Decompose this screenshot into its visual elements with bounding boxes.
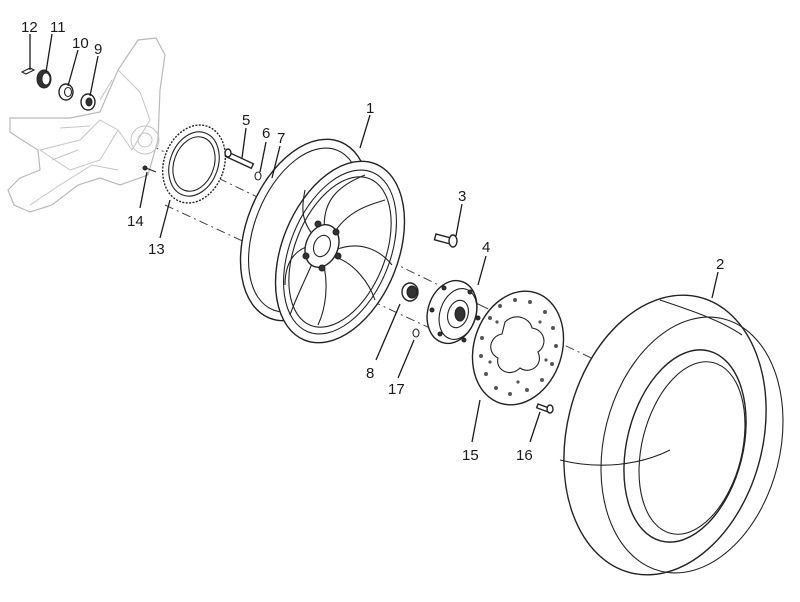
hub-flange-4 xyxy=(426,279,481,345)
callout-10: 10 xyxy=(72,35,89,52)
callout-6: 6 xyxy=(262,125,270,142)
callout-17: 17 xyxy=(388,381,405,398)
spacer-8 xyxy=(401,282,419,302)
wheel-rim-1 xyxy=(239,138,406,344)
callout-7: 7 xyxy=(277,130,285,147)
callout-15: 15 xyxy=(462,447,479,464)
callout-11: 11 xyxy=(50,19,66,36)
leader-lines xyxy=(29,33,719,443)
callout-2: 2 xyxy=(716,256,724,273)
callout-13: 13 xyxy=(148,241,165,258)
screw-12 xyxy=(20,67,36,75)
tyre-2 xyxy=(559,294,784,576)
brake-disc-15 xyxy=(471,290,565,406)
screw-14 xyxy=(142,165,157,173)
callout-12: 12 xyxy=(21,19,38,36)
bushing-10 xyxy=(58,83,74,101)
callout-14: 14 xyxy=(127,213,144,230)
swingarm-ghost xyxy=(7,37,166,213)
tone-ring-13 xyxy=(161,124,227,204)
callout-9: 9 xyxy=(94,41,102,58)
callout-16: 16 xyxy=(516,447,533,464)
bearing-9 xyxy=(80,93,96,111)
callout-3: 3 xyxy=(458,188,466,205)
callout-labels: 12 11 10 9 5 6 7 1 3 4 2 14 13 8 17 15 1… xyxy=(21,19,724,464)
washer-6 xyxy=(254,171,262,181)
callout-1: 1 xyxy=(366,100,374,117)
gear-11 xyxy=(36,69,52,89)
callout-8: 8 xyxy=(366,365,374,382)
callout-4: 4 xyxy=(482,239,490,256)
bolt-5 xyxy=(224,148,255,170)
callout-5: 5 xyxy=(242,112,250,129)
nut-17 xyxy=(412,328,420,338)
bolt-3 xyxy=(433,233,458,248)
bolt-16 xyxy=(535,403,554,414)
